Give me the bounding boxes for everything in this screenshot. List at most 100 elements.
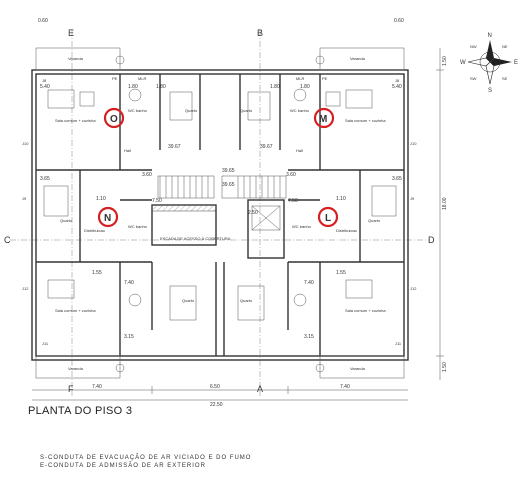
dim-stair-a: 39.65	[222, 182, 235, 188]
varanda-label-1: Varanda	[68, 56, 84, 61]
dim-360-a: 3.60	[142, 172, 152, 178]
dim-right-top: 1.50	[442, 56, 448, 66]
bottom-dimension-line: 7.40 6.50 7.40 22.50	[32, 384, 408, 408]
grid-label-e: E	[68, 28, 74, 38]
compass-rose: N S E W NE NW SE SW	[460, 33, 518, 94]
compass-nw: NW	[470, 44, 477, 49]
dim-right-e: 7.40	[304, 280, 314, 286]
note-s: S-CONDUTA DE EVACUAÇÃO DE AR VICIADO E D…	[40, 455, 252, 461]
quarto-label-6: Quarto	[240, 298, 253, 303]
wc-label-1: WC banho	[128, 108, 148, 113]
dim-right-d: 1.55	[336, 270, 346, 276]
unit-letter-n: N	[104, 213, 111, 224]
window-tags: J8 J8 J10 J10 J11 J11 J9 J9 PE PE MLR ML…	[22, 76, 417, 346]
tag-j12-2: J12	[410, 286, 417, 291]
grid-label-a: A	[257, 384, 263, 394]
dim-top-left: 0.60	[38, 18, 48, 24]
dim-bottom-left: 7.40	[92, 384, 102, 390]
tag-j8-1: J8	[42, 78, 47, 83]
grid-lines	[10, 30, 430, 398]
dim-right-total: 18.00	[442, 197, 448, 210]
tag-j10-1: J10	[22, 141, 29, 146]
tag-mlr-2: MLR	[296, 76, 305, 81]
dim-750-a: 7.50	[152, 198, 162, 204]
dim-right-f: 3.15	[304, 334, 314, 340]
dim-left-a: 5.40	[40, 84, 50, 90]
stair-label: ESCADA DE ACESSO À COBERTURA	[160, 236, 231, 241]
quarto-label-2: Quarto	[240, 108, 253, 113]
dim-left-f: 3.15	[124, 334, 134, 340]
compass-s: S	[488, 88, 492, 94]
dim-right-bottom: 1.50	[442, 362, 448, 372]
dim-stair-b: 39.65	[222, 168, 235, 174]
unit-letter-m: M	[319, 114, 327, 125]
dim-360-b: 3.60	[286, 172, 296, 178]
dim-top-right: 0.60	[394, 18, 404, 24]
compass-ne: NE	[502, 44, 508, 49]
dim-250: 2.50	[248, 210, 258, 216]
grid-label-e-text: E	[68, 28, 74, 38]
wc-label-4: WC banho	[292, 224, 312, 229]
dim-right-c: 1.10	[336, 196, 346, 202]
distribuicao-label-1: Distribuicao	[84, 228, 106, 233]
dim-180-a: 1.80	[128, 84, 138, 90]
dim-180-b: 1.80	[156, 84, 166, 90]
grid-label-b: B	[257, 28, 263, 38]
dim-hall-right: 39.67	[260, 144, 273, 150]
note-e: E-CONDUTA DE ADMISSÃO DE AR EXTERIOR	[40, 463, 206, 469]
compass-n: N	[488, 33, 492, 39]
wc-label-3: WC banho	[128, 224, 148, 229]
sala-label-4: Sala comum + cozinha	[345, 308, 386, 313]
stair-treads	[159, 176, 281, 198]
unit-letter-o: O	[110, 114, 118, 125]
quarto-label-3: Quarto	[60, 218, 73, 223]
tag-j12-1: J12	[22, 286, 29, 291]
dim-bottom-right: 7.40	[340, 384, 350, 390]
hall-label-2: Hall	[296, 148, 303, 153]
tag-j11-1: J11	[42, 341, 49, 346]
dim-right-b: 3.65	[392, 176, 402, 182]
plan-title: PLANTA DO PISO 3	[28, 405, 133, 417]
varanda-label-2: Varanda	[350, 56, 366, 61]
dim-bottom-mid: 6.50	[210, 384, 220, 390]
central-core: ESCADA DE ACESSO À COBERTURA	[151, 175, 287, 259]
varanda-label-3: Varanda	[68, 366, 84, 371]
tag-pe-2: PE	[322, 76, 328, 81]
shaft-markers	[115, 55, 325, 373]
interior-walls	[36, 74, 404, 356]
dim-left-b: 3.65	[40, 176, 50, 182]
dim-left-c: 1.10	[96, 196, 106, 202]
sala-label-3: Sala comum + cozinha	[55, 308, 96, 313]
dim-right-a: 5.40	[392, 84, 402, 90]
unit-marker-l: L	[317, 206, 339, 228]
right-dimension-line: 18.00 1.50 1.50	[436, 48, 448, 380]
quarto-label-4: Quarto	[368, 218, 381, 223]
tag-j8-2: J8	[395, 78, 400, 83]
tag-mlr-1: MLR	[138, 76, 147, 81]
dim-bottom-total: 22.50	[210, 402, 223, 408]
varanda-label-4: Varanda	[350, 366, 366, 371]
dim-180-c: 1.80	[270, 84, 280, 90]
grid-label-d: D	[428, 235, 435, 245]
sala-label-1: Sala comum + cozinha	[55, 118, 96, 123]
compass-e: E	[514, 60, 518, 66]
compass-w: W	[460, 60, 466, 66]
unit-marker-o: O	[103, 107, 125, 129]
distribuicao-label-2: Distribuicao	[336, 228, 358, 233]
dim-750-b: 7.50	[288, 198, 298, 204]
compass-se: SE	[502, 76, 508, 81]
room-labels: Sala comum + cozinha Sala comum + cozinh…	[55, 108, 386, 313]
sala-label-2: Sala comum + cozinha	[345, 118, 386, 123]
quarto-label-1: Quarto	[185, 108, 198, 113]
dim-180-d: 1.80	[300, 84, 310, 90]
tag-j9-2: J9	[410, 196, 415, 201]
dim-hall-left: 39.67	[168, 144, 181, 150]
compass-sw: SW	[470, 76, 477, 81]
tag-j10-2: J10	[410, 141, 417, 146]
hall-label-1: Hall	[124, 148, 131, 153]
grid-label-c: C	[4, 235, 11, 245]
tag-j9-1: J9	[22, 196, 27, 201]
furniture	[43, 88, 397, 321]
unit-letter-l: L	[325, 213, 331, 224]
dim-left-e: 7.40	[124, 280, 134, 286]
